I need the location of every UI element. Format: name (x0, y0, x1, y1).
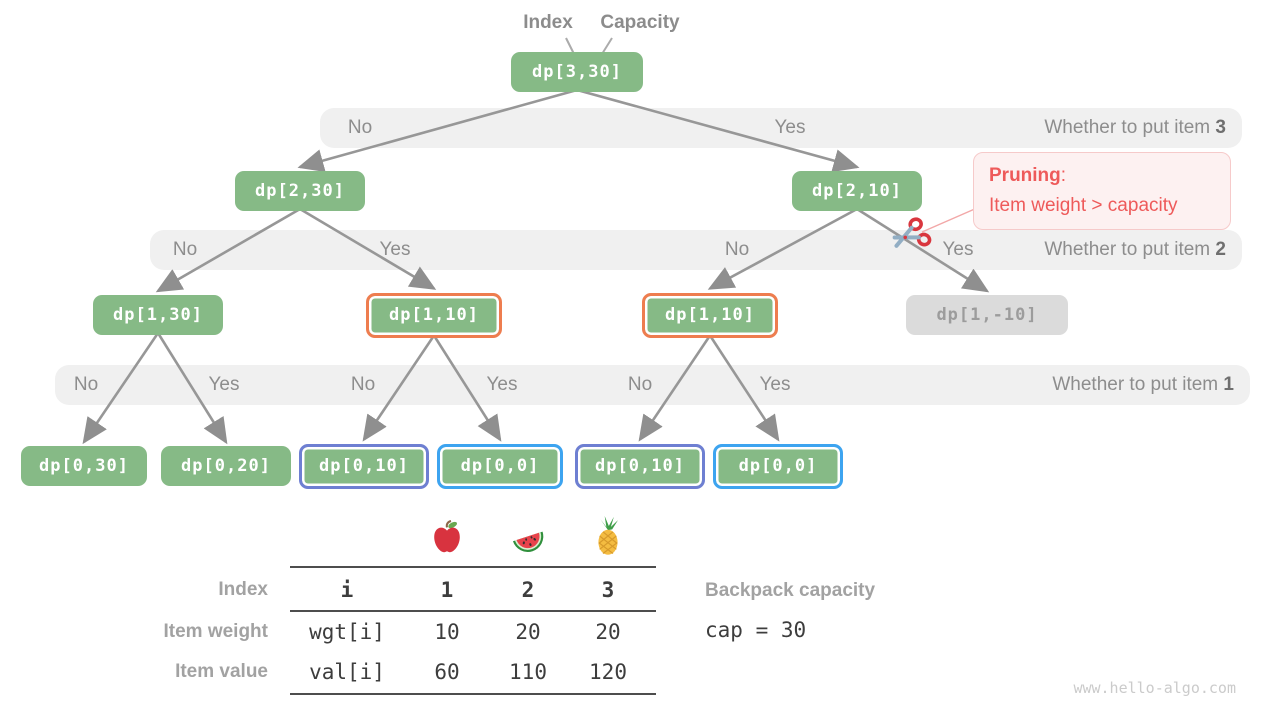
dp-state-node-dp-3-30: dp[3,30] (511, 52, 643, 92)
table-cell: 2 (521, 578, 535, 602)
table-cell: 60 (434, 660, 460, 684)
table-row-label: Index (218, 579, 268, 600)
dp-state-node-dp-0-0-left: dp[0,0] (437, 443, 563, 489)
table-cell: val[i] (309, 660, 385, 684)
watermark: www.hello-algo.com (1073, 679, 1236, 697)
dp-state-node-dp-1-10-right: dp[1,10] (642, 292, 778, 338)
scissors-icon (892, 217, 932, 248)
decision-band-item-1: No Yes No Yes No Yes Whether to put item 1 (55, 365, 1250, 405)
choice-label: Yes (759, 374, 791, 395)
choice-label: No (627, 374, 653, 395)
backpack-capacity-value: cap = 30 (705, 618, 807, 642)
choice-label: No (350, 374, 376, 395)
table-cell: 3 (601, 578, 615, 602)
dp-state-node-dp-1-neg10: dp[1,-10] (906, 295, 1068, 335)
choice-label: No (172, 239, 198, 260)
dp-state-node-dp-1-10-left: dp[1,10] (366, 292, 502, 338)
choice-label: Yes (208, 374, 240, 395)
table-cell: i (340, 578, 354, 602)
band-question: Whether to put item 1 (1052, 374, 1234, 395)
watermelon-icon (512, 531, 544, 552)
dp-state-node-dp-0-10-left: dp[0,10] (299, 443, 429, 489)
backpack-capacity-label: Backpack capacity (705, 580, 876, 601)
band-question: Whether to put item 3 (1044, 117, 1226, 138)
dp-state-node-dp-0-20: dp[0,20] (161, 446, 291, 486)
table-cell: 120 (589, 660, 627, 684)
band-question: Whether to put item 2 (1044, 239, 1226, 260)
decision-band-item-2: No Yes No Yes Whether to put item 2 (150, 230, 1242, 270)
choice-label: Yes (379, 239, 411, 260)
choice-label: No (347, 117, 373, 138)
dp-state-node-dp-1-30: dp[1,30] (93, 295, 223, 335)
pruning-colon: : (1060, 165, 1067, 186)
dp-state-node-dp-0-0-right: dp[0,0] (713, 443, 843, 489)
table-row-label: Item value (175, 661, 268, 682)
table-rule-top (290, 566, 656, 568)
choice-label: No (724, 239, 750, 260)
choice-label: Yes (486, 374, 518, 395)
table-rule-bottom (290, 693, 656, 695)
table-cell: 20 (515, 620, 541, 644)
dp-state-node-dp-0-30: dp[0,30] (21, 446, 147, 486)
index-pointer-label: Index (523, 12, 573, 33)
dp-state-node-dp-2-30: dp[2,30] (235, 171, 365, 211)
dp-state-node-dp-2-10: dp[2,10] (792, 171, 922, 211)
table-cell: 110 (509, 660, 547, 684)
table-cell: 20 (595, 620, 621, 644)
table-cell: wgt[i] (309, 620, 385, 644)
pineapple-icon (598, 516, 618, 555)
pruning-text: Item weight > capacity (989, 195, 1178, 216)
apple-icon (434, 519, 460, 553)
capacity-pointer-label: Capacity (600, 12, 680, 33)
choice-label: Yes (774, 117, 806, 138)
choice-label: No (73, 374, 99, 395)
table-row-label: Item weight (163, 621, 268, 642)
table-rule-middle (290, 610, 656, 612)
pruning-title: Pruning (989, 165, 1061, 186)
choice-label: Yes (942, 239, 974, 260)
table-cell: 1 (440, 578, 454, 602)
pruning-callout: Pruning: Item weight > capacity (973, 152, 1231, 230)
table-cell: 10 (434, 620, 460, 644)
dp-state-node-dp-0-10-right: dp[0,10] (575, 443, 705, 489)
decision-band-item-3: No Yes Whether to put item 3 (320, 108, 1242, 148)
